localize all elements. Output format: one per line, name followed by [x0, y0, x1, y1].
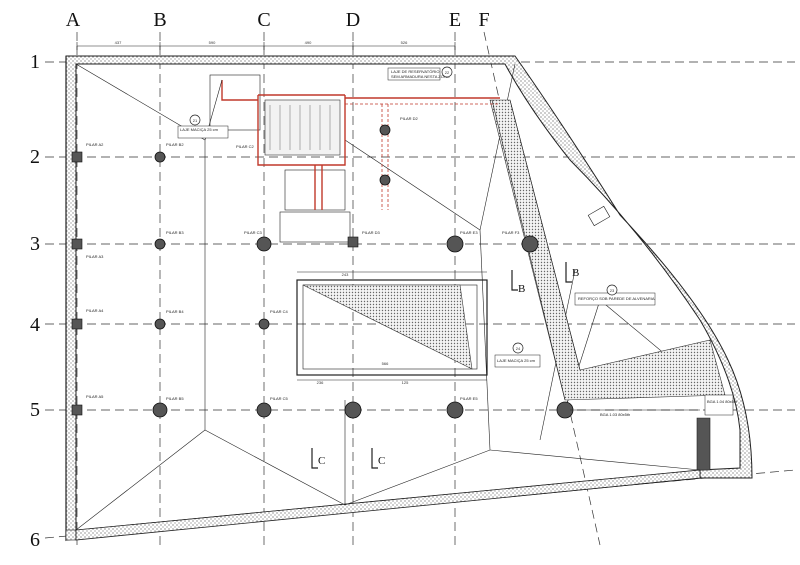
- dim-a-b: 437: [115, 40, 122, 45]
- section-markers: B B C C: [311, 262, 579, 469]
- section-b-left: B: [518, 283, 525, 295]
- column-c5: [256, 402, 272, 418]
- label-pillar-c3: PILAR C3: [244, 230, 263, 235]
- columns: [152, 124, 574, 419]
- grid-axis-1: 1: [30, 51, 40, 73]
- grid-axis-B: B: [153, 9, 166, 31]
- column-a5: [71, 404, 83, 416]
- dim-opening-right: 125: [402, 380, 409, 385]
- label-pillar-e5: PILAR E5: [460, 396, 478, 401]
- label-pillar-c2: PILAR C2: [236, 144, 255, 149]
- column-a2: [71, 151, 83, 163]
- callout-24: 24: [516, 346, 521, 351]
- grid-axis-C: C: [257, 9, 270, 31]
- callout-23: 23: [610, 288, 615, 293]
- label-pillar-d2: PILAR D2: [400, 116, 419, 121]
- note-reservoir: LAJE DE RESERVATÓRIO: [391, 69, 439, 74]
- column-a4: [71, 318, 83, 330]
- detail-box: [587, 205, 611, 227]
- column-b3: [154, 238, 166, 250]
- column-d5: [344, 401, 362, 419]
- column-b2: [154, 151, 166, 163]
- label-pillar-d3: PILAR D3: [362, 230, 381, 235]
- section-c-left: C: [318, 455, 325, 467]
- column-e3: [446, 235, 464, 253]
- grid-axis-A: A: [66, 9, 81, 31]
- grid-axis-E: E: [449, 9, 461, 31]
- beam-bga-103: BGA 1.03 80x5th: [600, 412, 630, 417]
- label-pillar-a3: PILAR A3: [86, 254, 104, 259]
- central-opening: 243 566 236 125: [296, 271, 488, 385]
- label-pillar-b3: PILAR B3: [166, 230, 184, 235]
- section-b-right: B: [572, 267, 579, 279]
- label-pillar-b4: PILAR B4: [166, 309, 184, 314]
- label-pillar-b5: PILAR B5: [166, 396, 184, 401]
- grid-axis-5: 5: [30, 399, 40, 421]
- notes: LAJE DE RESERVATÓRIO SEM ARMADURA NESTA …: [177, 67, 656, 368]
- stair-core: [204, 74, 500, 243]
- note-slab-25-b: LAJE MACIÇA 25 cm: [497, 358, 536, 363]
- grid-axis-D: D: [346, 9, 360, 31]
- grid-axis-2: 2: [30, 146, 40, 168]
- label-pillar-a4: PILAR A4: [86, 308, 104, 313]
- grid-axis-6: 6: [30, 529, 40, 551]
- dim-opening-top: 243: [342, 272, 349, 277]
- label-pillar-a2: PILAR A2: [86, 142, 104, 147]
- label-pillar-e3: PILAR E3: [460, 230, 478, 235]
- callouts: 21 22 23 24: [189, 66, 618, 354]
- dim-d-e: 526: [401, 40, 408, 45]
- dim-c-d: 490: [305, 40, 312, 45]
- dim-b-c: 590: [209, 40, 216, 45]
- column-e5: [446, 401, 464, 419]
- label-pillar-c5: PILAR C5: [270, 396, 289, 401]
- label-pillar-b2: PILAR B2: [166, 142, 184, 147]
- label-pillar-a5: PILAR A5: [86, 394, 104, 399]
- pillar-labels: PILAR B2 PILAR B3 PILAR B4 PILAR B5 PILA…: [86, 116, 520, 401]
- wall-columns-a: [71, 151, 359, 416]
- section-c-right: C: [378, 455, 385, 467]
- column-d2b: [379, 174, 391, 186]
- top-dimension-line: 437 590 490 526: [76, 40, 456, 50]
- callout-21: 21: [193, 118, 198, 123]
- grid-axis-4: 4: [30, 314, 40, 336]
- label-pillar-c4: PILAR C4: [270, 309, 289, 314]
- note-masonry-wall: REFORÇO SOB PAREDE DE ALVENARIA: [578, 296, 655, 301]
- note-no-reinforcement: SEM ARMADURA NESTA ZONA: [391, 74, 450, 79]
- column-c4: [258, 318, 270, 330]
- column-d2a: [379, 124, 391, 136]
- dim-opening-bottom: 566: [382, 361, 389, 366]
- column-b4: [154, 318, 166, 330]
- note-slab-25: LAJE MACIÇA 25 cm: [180, 127, 219, 132]
- grid-axis-F: F: [478, 9, 489, 31]
- grid-axis-3: 3: [30, 233, 40, 255]
- beam-labels: BGA 1.03 80x5th BGA 1.04 80x5th: [570, 394, 737, 417]
- label-pillar-f3: PILAR F3: [502, 230, 520, 235]
- column-b5: [152, 402, 168, 418]
- column-f3: [521, 235, 539, 253]
- beam-bga-104: BGA 1.04 80x5th: [707, 399, 737, 404]
- callout-22: 22: [445, 70, 450, 75]
- dim-opening-left: 236: [317, 380, 324, 385]
- column-d3: [347, 236, 359, 248]
- column-c3: [256, 236, 272, 252]
- column-a3: [71, 238, 83, 250]
